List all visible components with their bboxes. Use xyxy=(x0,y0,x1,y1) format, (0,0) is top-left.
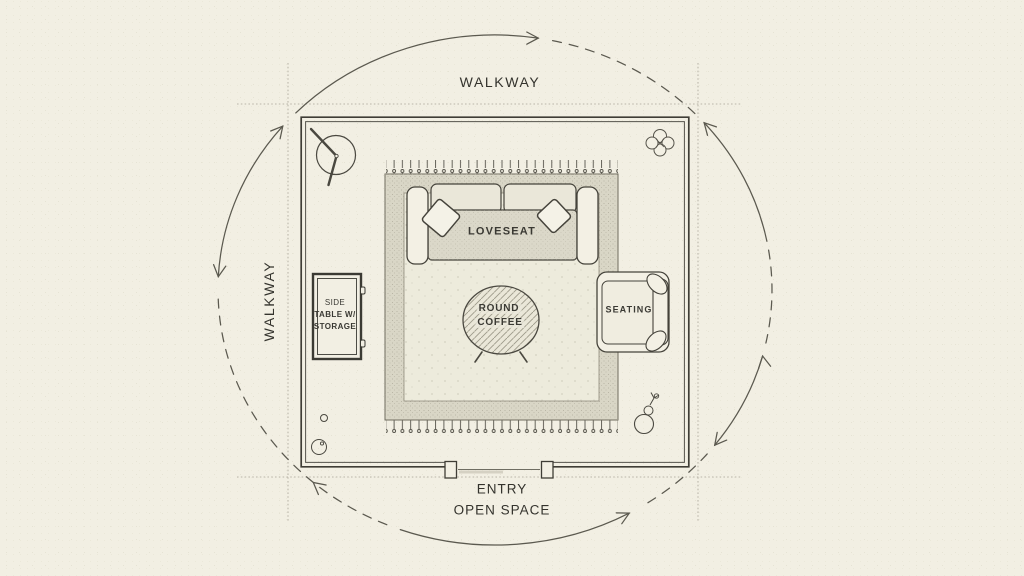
door-jamb xyxy=(444,460,458,479)
chair-bolster xyxy=(646,273,668,295)
entry-label: ENTRY xyxy=(476,481,528,497)
direction-arrow xyxy=(713,431,728,447)
direction-arrow xyxy=(212,263,227,279)
direction-arrow xyxy=(270,125,284,140)
circulation-arc xyxy=(295,34,539,114)
direction-arrow xyxy=(757,354,772,370)
circulation-arc xyxy=(714,355,764,446)
loveseat xyxy=(406,183,599,265)
direction-arrow xyxy=(703,121,718,136)
construction-lines xyxy=(237,63,742,522)
wall-clock-icon xyxy=(309,127,357,187)
flower-icon xyxy=(645,129,675,157)
direction-arrow xyxy=(312,481,327,496)
accent-chair xyxy=(596,271,670,353)
open-space-label: OPEN SPACE xyxy=(453,502,551,518)
side-table-knob xyxy=(360,339,366,348)
circulation-arc xyxy=(645,453,708,505)
side-table xyxy=(311,272,366,361)
circulation-arc xyxy=(765,249,773,344)
side-table-label-line1: SIDE xyxy=(324,298,346,307)
room-walls xyxy=(300,116,690,479)
table-leg xyxy=(474,351,483,363)
circulation-arc xyxy=(217,125,284,278)
circulation-path xyxy=(212,31,773,546)
potted-plant-icon xyxy=(633,392,660,435)
side-table-label-line3: STORAGE xyxy=(313,322,357,331)
loveseat-armrest xyxy=(406,186,429,265)
circulation-arc xyxy=(703,122,768,242)
side-table-knob xyxy=(360,286,366,295)
circulation-arc xyxy=(399,512,630,546)
throw-pillow xyxy=(536,198,572,234)
rug-fringe-top xyxy=(386,160,618,174)
circulation-arc xyxy=(551,39,699,117)
direction-arrow xyxy=(526,31,540,45)
loveseat-armrest xyxy=(576,186,599,265)
side-table-label-line2: TABLE W/ xyxy=(314,310,356,319)
walkway-left-label: WALKWAY xyxy=(261,260,277,342)
table-leg xyxy=(519,351,528,363)
coffee-table-label-line1: ROUND xyxy=(476,303,522,314)
accent-chair-label: SEATING xyxy=(605,304,653,315)
throw-pillow xyxy=(421,198,461,238)
direction-arrow xyxy=(615,512,631,525)
floor-markers xyxy=(311,414,328,455)
rug-fringe-bottom xyxy=(386,420,618,434)
loveseat-label: LOVESEAT xyxy=(467,225,537,238)
coffee-table-label-line2: COFFEE xyxy=(475,317,525,328)
door-jamb xyxy=(540,460,554,479)
circulation-arc xyxy=(217,293,388,526)
chair-bolster xyxy=(645,330,667,352)
walkway-top-label: WALKWAY xyxy=(459,74,541,90)
